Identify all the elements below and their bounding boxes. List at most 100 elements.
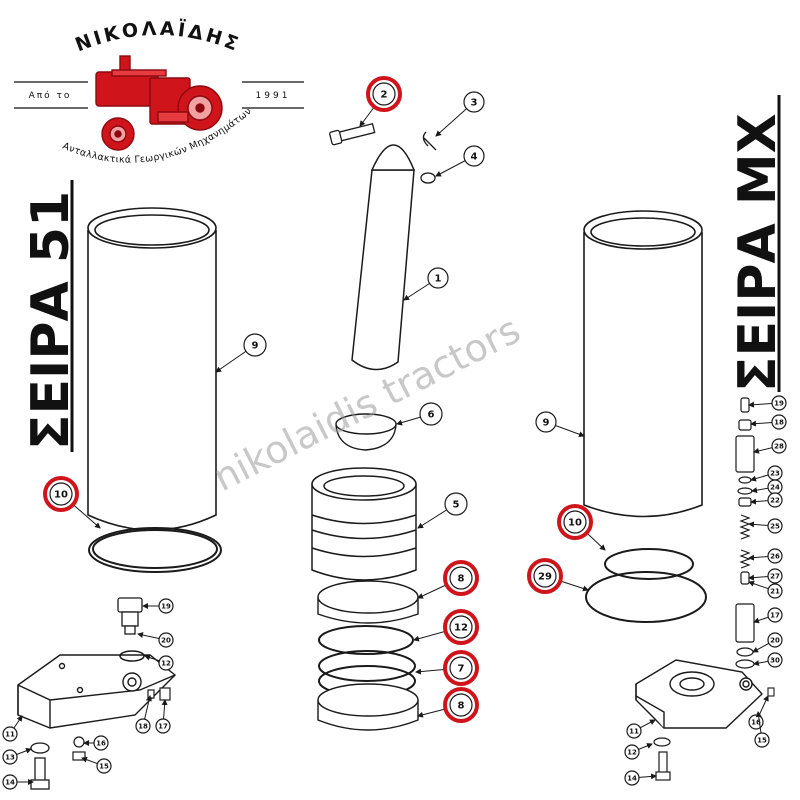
callout-number: 1	[435, 274, 442, 285]
callout-right-26: 26	[748, 548, 783, 564]
callout-right-27: 27	[748, 568, 783, 584]
callout-number: 14	[627, 775, 637, 783]
callout-number: 17	[770, 612, 780, 620]
left-fitting	[117, 597, 143, 635]
center-cup	[335, 413, 397, 451]
callout-circle	[2, 749, 18, 765]
callout-circle	[49, 482, 73, 506]
callout-left-14: 14	[2, 774, 34, 790]
right-small-pin	[767, 687, 775, 697]
callout-number: 29	[538, 572, 552, 583]
right-seal-ring-10	[604, 548, 694, 580]
callout-number: 26	[770, 553, 780, 561]
left-washer	[30, 742, 50, 754]
callout-circle	[158, 655, 174, 671]
left-base-plate	[17, 654, 177, 729]
callout-number: 18	[138, 723, 148, 731]
callout-left-15: 15	[81, 756, 112, 774]
callout-number: 7	[458, 664, 465, 675]
callout-center-3: 3	[435, 91, 485, 137]
callout-circle	[2, 774, 18, 790]
callout-circle	[767, 583, 783, 599]
callout-center-7: 7	[415, 650, 479, 686]
callout-left-12: 12	[144, 654, 174, 671]
callout-number: 10	[54, 490, 68, 501]
callout-right-14: 14	[624, 770, 657, 786]
callout-number: 15	[757, 737, 767, 745]
callout-number: 2	[381, 90, 388, 101]
callout-center-1: 1	[403, 267, 449, 301]
right-cylinder-sleeve	[583, 210, 703, 518]
callout-right-25: 25	[748, 518, 783, 534]
callout-circle	[158, 598, 174, 614]
callout-right-22: 22	[750, 492, 783, 508]
callout-circle	[767, 568, 783, 584]
callout-circle	[767, 652, 783, 668]
callout-number: 15	[99, 763, 109, 771]
center-cotter-pin	[422, 131, 437, 151]
callout-circle	[535, 411, 557, 433]
callout-number: 6	[428, 410, 435, 421]
callout-number: 11	[5, 731, 15, 739]
callout-right-24: 24	[751, 479, 783, 495]
callout-right-28: 28	[753, 438, 787, 454]
center-pin	[329, 122, 376, 146]
right-bolt	[655, 751, 671, 781]
callout-number: 20	[161, 637, 171, 645]
callout-right-29: 29	[527, 558, 589, 594]
callout-number: 3	[471, 98, 478, 109]
callout-center-12: 12	[413, 609, 479, 645]
callout-number: 8	[458, 574, 465, 585]
callout-circle	[771, 438, 787, 454]
right-seal-ring-29	[585, 571, 707, 623]
callout-right-10: 10	[557, 504, 606, 551]
callout-number: 5	[453, 500, 460, 511]
callout-center-8: 8	[417, 560, 479, 599]
callout-number: 9	[252, 341, 259, 352]
callout-number: 11	[629, 728, 639, 736]
callout-circle	[767, 492, 783, 508]
callout-number: 16	[96, 740, 106, 748]
left-small-pin	[147, 689, 155, 699]
callout-circle	[135, 718, 151, 734]
right-washer	[653, 737, 671, 747]
callout-circle	[372, 82, 396, 106]
callout-number: 22	[770, 497, 780, 505]
callout-number: 9	[543, 418, 550, 429]
callout-number: 10	[568, 518, 582, 529]
callout-number: 17	[158, 723, 168, 731]
callout-circle	[626, 723, 642, 739]
callout-right-20: 20	[752, 632, 783, 653]
center-ring-12	[318, 625, 414, 655]
callout-left-20: 20	[137, 632, 174, 648]
center-ring-8-top	[317, 580, 419, 624]
callout-circle	[624, 744, 640, 760]
callout-number: 16	[751, 719, 761, 727]
callout-circle	[2, 726, 18, 742]
callout-number: 21	[770, 588, 780, 596]
callout-number: 4	[471, 152, 478, 163]
company-logo: ΝΙΚΟΛΑΪΔΗΣ Από το 1991 Ανταλλακτικά Γεωρ…	[14, 17, 304, 166]
callout-center-4: 4	[435, 145, 485, 177]
callout-number: 14	[5, 779, 15, 787]
center-ring-8-bottom	[317, 683, 419, 731]
callout-circle	[624, 770, 640, 786]
callout-circle	[243, 333, 267, 357]
callout-right-17: 17	[753, 607, 783, 624]
logo-since-label: Από το	[29, 90, 72, 101]
callout-circle	[444, 492, 468, 516]
callout-center-6: 6	[396, 402, 443, 426]
callout-right-15: 15	[754, 711, 770, 748]
tractor-icon	[95, 55, 223, 151]
right-valve-stack	[735, 397, 755, 669]
callout-number: 12	[454, 623, 468, 634]
callout-center-8: 8	[417, 687, 479, 723]
callout-circle	[771, 395, 787, 411]
logo-since-year: 1991	[256, 91, 291, 101]
callout-number: 8	[458, 701, 465, 712]
callout-circle	[754, 732, 770, 748]
callout-left-16: 16	[83, 735, 109, 751]
callout-circle	[533, 564, 557, 588]
center-piston	[311, 467, 417, 581]
